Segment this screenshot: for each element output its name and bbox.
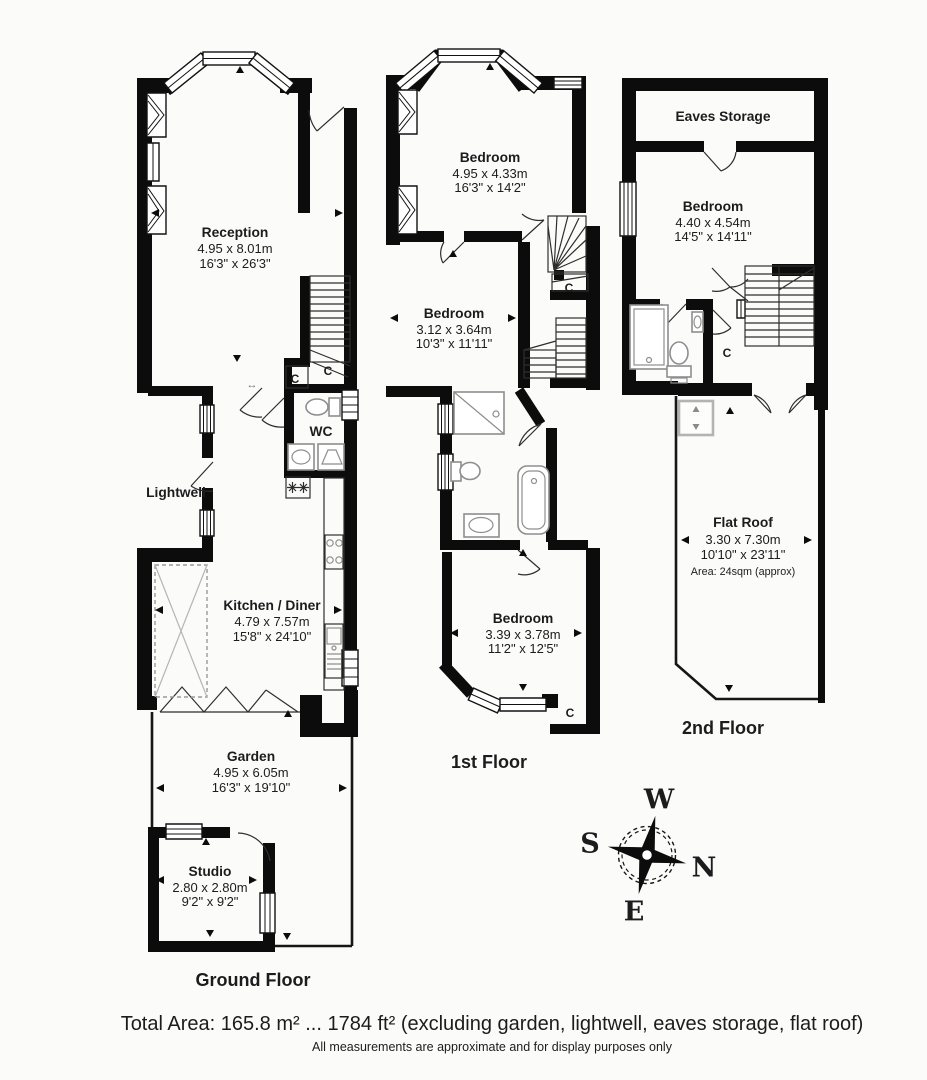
basin-icon bbox=[463, 513, 500, 538]
reception-label: Reception bbox=[202, 225, 269, 240]
window-glazing bbox=[398, 80, 582, 705]
first-floor-plan: Bedroom 4.95 x 4.33m 16'3" x 14'2" Bedro… bbox=[386, 48, 600, 772]
angled-wall bbox=[514, 387, 546, 427]
disclaimer-text: All measurements are approximate and for… bbox=[312, 1040, 673, 1054]
garden-imperial: 16'3" x 19'10" bbox=[212, 780, 291, 795]
windows bbox=[397, 76, 583, 712]
bay-window-right bbox=[247, 51, 296, 95]
compass-north: N bbox=[692, 853, 717, 884]
appliance-symbols bbox=[285, 476, 311, 499]
hob-icon bbox=[324, 534, 344, 570]
bedroom2-label: Bedroom bbox=[424, 306, 485, 321]
stairs bbox=[523, 215, 589, 379]
kitchen-sink-icon bbox=[324, 623, 344, 679]
reception-metric: 4.95 x 8.01m bbox=[197, 241, 272, 256]
shower-icon bbox=[453, 391, 505, 435]
kitchen-counter bbox=[323, 477, 345, 691]
basin-icon bbox=[691, 311, 704, 333]
compass-west: W bbox=[643, 785, 675, 816]
bedroom3-metric: 3.39 x 3.78m bbox=[485, 627, 560, 642]
compass-south: S bbox=[580, 829, 600, 860]
stairs bbox=[309, 275, 351, 367]
compass-east: E bbox=[624, 897, 645, 928]
total-area-text: Total Area: 165.8 m² ... 1784 ft² (exclu… bbox=[121, 1013, 864, 1035]
bathtub-icon bbox=[517, 465, 550, 535]
closet-label: C bbox=[324, 364, 333, 378]
ground-floor-plan: ↔ Reception 4.95 x 8.01m 16'3" x 26'3" C… bbox=[137, 51, 359, 990]
closet-label: C bbox=[291, 372, 300, 386]
bay-window-centre bbox=[437, 48, 501, 63]
garden-boundary bbox=[150, 712, 354, 948]
second-floor-plan: Eaves Storage Bedroom 4.40 x 4.54m 14'5"… bbox=[619, 78, 828, 738]
kitchen-metric: 4.79 x 7.57m bbox=[234, 614, 309, 629]
studio-imperial: 9'2" x 9'2" bbox=[182, 894, 239, 909]
door-swings bbox=[190, 106, 349, 862]
windows bbox=[146, 92, 359, 934]
eaves-storage-label: Eaves Storage bbox=[675, 109, 770, 124]
studio-label: Studio bbox=[189, 864, 232, 879]
walls bbox=[386, 75, 600, 734]
flat-roof-imperial: 10'10" x 23'11" bbox=[701, 547, 786, 562]
closet-box bbox=[285, 365, 309, 389]
bedroom3-label: Bedroom bbox=[493, 611, 554, 626]
compass-outer-ring bbox=[617, 825, 677, 885]
bedroom3-imperial: 11'2" x 12'5" bbox=[488, 641, 559, 656]
flat-roof-boundary bbox=[674, 396, 818, 701]
bedroom-label: Bedroom bbox=[683, 199, 744, 214]
garden-metric: 4.95 x 6.05m bbox=[213, 765, 288, 780]
second-floor-title: 2nd Floor bbox=[682, 718, 764, 738]
lightwell-label: Lightwell bbox=[146, 485, 206, 500]
flat-roof-metric: 3.30 x 7.30m bbox=[705, 532, 780, 547]
closet-label: C bbox=[723, 346, 732, 360]
window-glazing bbox=[623, 182, 742, 318]
compass-hub bbox=[639, 847, 655, 863]
stairs bbox=[744, 265, 815, 347]
bifold-doors bbox=[159, 686, 300, 713]
skylight bbox=[154, 564, 208, 698]
flat-roof-area-note: Area: 24sqm (approx) bbox=[691, 566, 795, 578]
first-floor-title: 1st Floor bbox=[451, 752, 527, 772]
bedroom2-imperial: 10'3" x 11'11" bbox=[416, 336, 493, 351]
sink-icon bbox=[287, 443, 315, 471]
bay-window-right bbox=[494, 49, 544, 95]
compass-inner-ring bbox=[621, 829, 673, 881]
garden-label: Garden bbox=[227, 749, 275, 764]
opening-symbol: ↔ bbox=[247, 379, 258, 391]
studio-metric: 2.80 x 2.80m bbox=[172, 880, 247, 895]
footer: Total Area: 165.8 m² ... 1784 ft² (exclu… bbox=[121, 1013, 864, 1054]
bedroom1-metric: 4.95 x 4.33m bbox=[452, 166, 527, 181]
shower-icon bbox=[629, 304, 669, 370]
bay-window-left bbox=[394, 49, 444, 95]
ground-floor-title: Ground Floor bbox=[196, 970, 311, 990]
toilet-icon bbox=[666, 341, 692, 384]
wc-label: WC bbox=[310, 424, 333, 439]
bedroom1-imperial: 16'3" x 14'2" bbox=[454, 180, 526, 195]
toilet-icon bbox=[305, 397, 341, 417]
closet-label: C bbox=[566, 706, 575, 720]
reception-imperial: 16'3" x 26'3" bbox=[199, 256, 271, 271]
boiler-icon bbox=[317, 443, 345, 471]
closet-label: C bbox=[565, 281, 574, 295]
bedroom1-label: Bedroom bbox=[460, 150, 521, 165]
toilet-icon bbox=[450, 461, 481, 482]
rooflight bbox=[677, 399, 715, 437]
bay-window-centre bbox=[202, 51, 256, 66]
compass-rose: W N E S bbox=[580, 785, 716, 928]
kitchen-imperial: 15'8" x 24'10" bbox=[233, 629, 312, 644]
kitchen-label: Kitchen / Diner bbox=[223, 598, 321, 613]
bedroom2-metric: 3.12 x 3.64m bbox=[416, 322, 491, 337]
bedroom-imperial: 14'5" x 14'11" bbox=[674, 229, 752, 244]
walls bbox=[137, 78, 358, 952]
walls bbox=[622, 78, 828, 703]
bedroom-metric: 4.40 x 4.54m bbox=[675, 215, 750, 230]
flat-roof-label: Flat Roof bbox=[713, 515, 773, 530]
